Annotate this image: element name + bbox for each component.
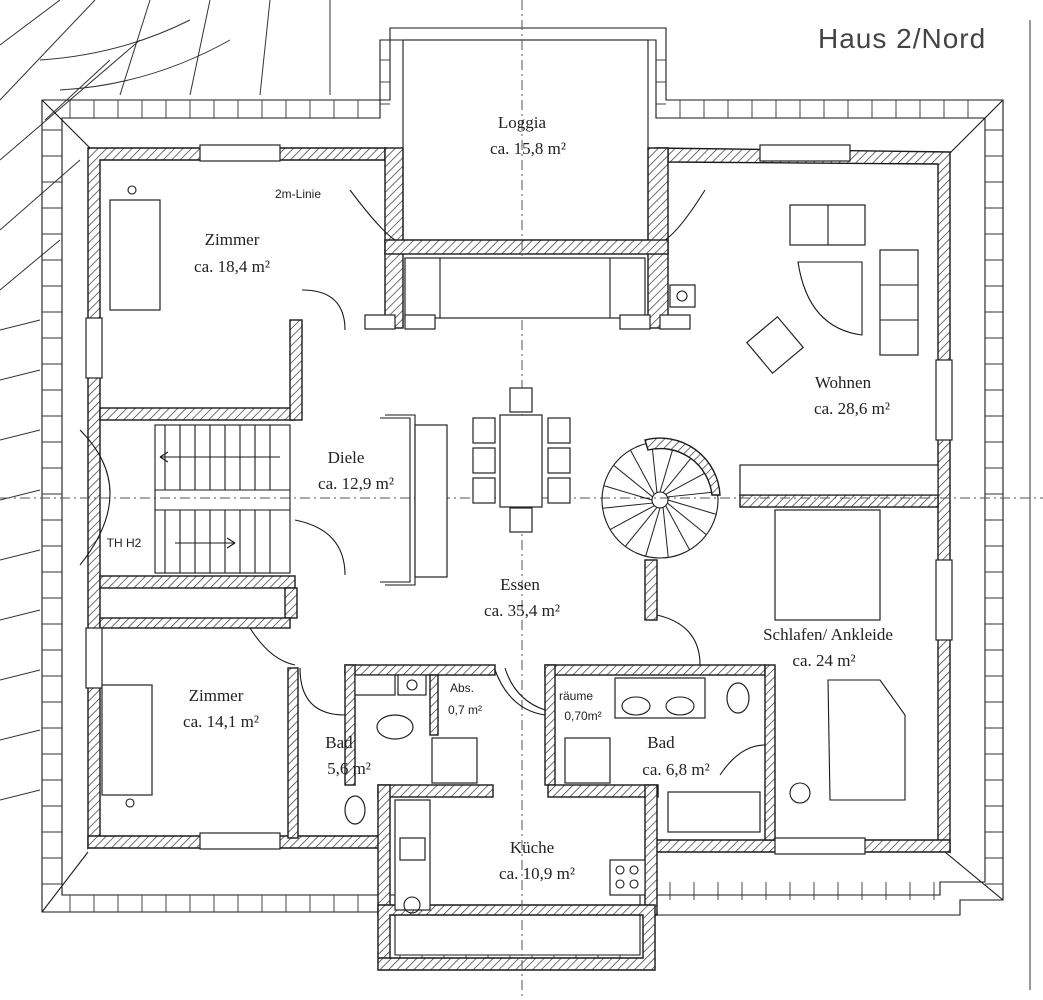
abs-area: 0,7 m² [448,703,482,717]
bad-left-area: 5,6 m² [327,759,371,778]
bad-right-area: ca. 6,8 m² [642,760,709,779]
wohnen-area: ca. 28,6 m² [814,399,890,418]
kueche-area: ca. 10,9 m² [499,864,575,883]
essen-area: ca. 35,4 m² [484,601,560,620]
diele-area: ca. 12,9 m² [318,474,394,493]
wohnen-name: Wohnen [815,373,872,392]
line-note: 2m-Linie [275,187,321,201]
diele-name: Diele [328,448,365,467]
raeume-name: räume [559,689,593,703]
zimmer-nw-name: Zimmer [205,230,260,249]
essen-name: Essen [500,575,540,594]
bath-fixtures [344,674,761,914]
dining-table [472,387,571,533]
bad-left-name: Bad [325,733,353,752]
loggia-furniture [349,189,706,330]
living-furniture [739,204,939,496]
loggia-name: Loggia [498,113,547,132]
roof-lines [0,0,1031,990]
spiral-staircase [601,437,721,559]
kueche-name: Küche [510,838,554,857]
room-labels: Loggia ca. 15,8 m² Zimmer ca. 18,4 m² Wo… [107,113,893,883]
walls [85,39,953,971]
staircase [79,424,291,574]
raeume-area: 0,70m² [564,709,601,723]
left-furniture [101,185,161,808]
stair-label: TH H2 [107,536,142,550]
bad-right-name: Bad [647,733,675,752]
zimmer-nw-area: ca. 18,4 m² [194,257,270,276]
schlafen-name: Schlafen/ Ankleide [763,625,893,644]
loggia-area: ca. 15,8 m² [490,139,566,158]
house-label: Haus 2/Nord [818,23,986,54]
schlafen-area: ca. 24 m² [792,651,855,670]
bedroom-furniture [774,509,906,804]
diele-cabinet [380,414,448,586]
door-swings [249,289,766,776]
abs-name: Abs. [450,681,474,695]
zimmer-sw-name: Zimmer [189,686,244,705]
zimmer-sw-area: ca. 14,1 m² [183,712,259,731]
